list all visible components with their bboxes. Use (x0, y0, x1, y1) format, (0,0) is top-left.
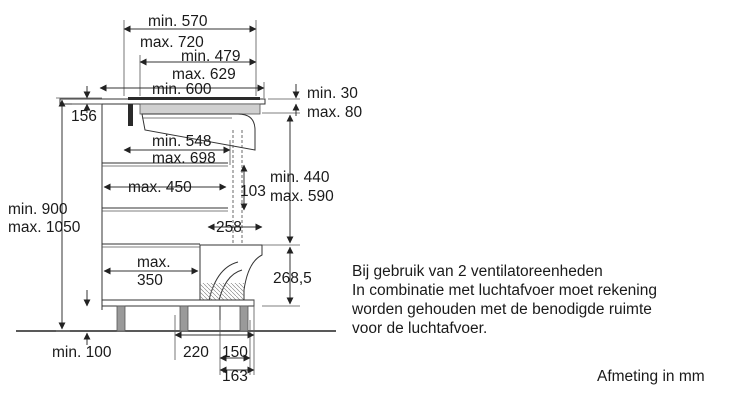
label-inner-width-max: max. 698 (152, 150, 216, 167)
unit-note: Afmeting in mm (597, 368, 705, 385)
label-duct-258: 258 (216, 219, 242, 236)
label-plinth: min. 100 (52, 344, 112, 361)
ventilation-unit (141, 113, 263, 320)
label-drawer-lower-2: 350 (137, 272, 163, 289)
label-bottom-150: 150 (222, 344, 248, 361)
label-offset-103: 103 (240, 183, 266, 200)
dimension-labels: min. 570 max. 720 min. 479 max. 629 min.… (8, 13, 363, 385)
label-bottom-163: 163 (222, 368, 248, 385)
label-worktop-gap-max: max. 80 (307, 104, 363, 121)
label-worktop-gap-min: min. 30 (307, 85, 358, 102)
note-line: voor de luchtafvoer. (352, 320, 488, 337)
label-bottom-220: 220 (183, 344, 209, 361)
cabinet (101, 104, 255, 332)
label-width-mid-min: min. 479 (181, 48, 240, 65)
label-hob-width: min. 600 (152, 81, 212, 98)
label-total-height-min: min. 900 (8, 201, 68, 218)
label-height-right-min: min. 440 (270, 169, 330, 186)
note-line: Bij gebruik van 2 ventilatoreenheden (352, 263, 603, 280)
dimension-lines (58, 25, 300, 374)
label-depth-156: 156 (71, 108, 97, 125)
label-drawer-lower-1: max. (137, 254, 171, 271)
label-width-top-min: min. 570 (148, 13, 208, 30)
label-inner-width-min: min. 548 (152, 133, 211, 150)
worktop-hob (59, 97, 266, 126)
label-height-268: 268,5 (273, 270, 312, 287)
label-height-right-max: max. 590 (270, 188, 334, 205)
note-line: In combinatie met luchtafvoer moet reken… (352, 282, 657, 299)
note-line: worden gehouden met de benodigde ruimte (352, 301, 652, 318)
label-total-height-max: max. 1050 (8, 219, 81, 236)
label-width-top-max: max. 720 (140, 34, 204, 51)
installation-note: Bij gebruik van 2 ventilatoreenheden In … (352, 262, 732, 338)
label-width-mid-max: max. 629 (172, 66, 236, 83)
label-drawer-upper: max. 450 (128, 179, 192, 196)
